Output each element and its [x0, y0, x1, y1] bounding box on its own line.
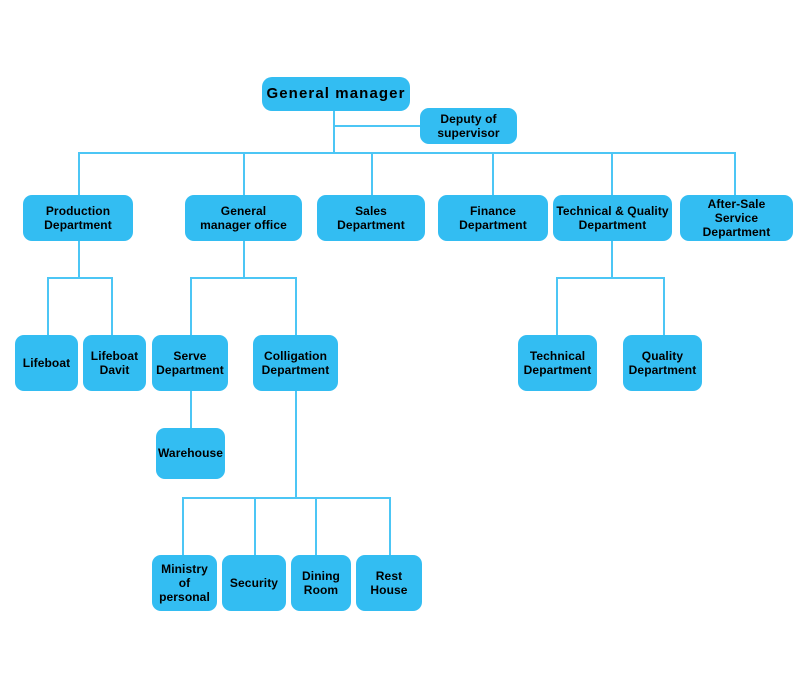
connector-drop-lifeboat-davit — [111, 277, 113, 335]
connector-drop-gm-office — [243, 152, 245, 195]
connector-colligation-stem — [295, 391, 297, 498]
connector-technical-quality-bus — [556, 277, 664, 279]
node-production-department[interactable]: Production Department — [23, 195, 133, 241]
node-security[interactable]: Security — [222, 555, 286, 611]
connector-drop-dining-room — [315, 497, 317, 555]
connector-gm-office-bus — [190, 277, 296, 279]
connector-drop-finance — [492, 152, 494, 195]
node-general-manager-office[interactable]: General manager office — [185, 195, 302, 241]
node-colligation-department[interactable]: Colligation Department — [253, 335, 338, 391]
node-general-manager[interactable]: General manager — [262, 77, 410, 111]
connector-drop-colligation — [295, 277, 297, 335]
node-deputy-of-supervisor[interactable]: Deputy of supervisor — [420, 108, 517, 144]
connector-drop-lifeboat — [47, 277, 49, 335]
connector-drop-production — [78, 152, 80, 195]
node-technical-department[interactable]: Technical Department — [518, 335, 597, 391]
connector-bottom-bus — [182, 497, 390, 499]
connector-drop-after-sale — [734, 152, 736, 195]
node-after-sale-service-department[interactable]: After-Sale Service Department — [680, 195, 793, 241]
connector-production-bus — [47, 277, 113, 279]
connector-drop-serve — [190, 277, 192, 335]
connector-gm-trunk — [333, 110, 335, 152]
connector-drop-ministry — [182, 497, 184, 555]
connector-gm-to-deputy — [333, 125, 421, 127]
node-lifeboat[interactable]: Lifeboat — [15, 335, 78, 391]
node-lifeboat-davit[interactable]: Lifeboat Davit — [83, 335, 146, 391]
connector-technical-quality-stem — [611, 241, 613, 278]
connector-drop-quality — [663, 277, 665, 335]
node-warehouse[interactable]: Warehouse — [156, 428, 225, 479]
connector-drop-sales — [371, 152, 373, 195]
node-rest-house[interactable]: Rest House — [356, 555, 422, 611]
connector-production-stem — [78, 241, 80, 278]
node-sales-department[interactable]: Sales Department — [317, 195, 425, 241]
node-finance-department[interactable]: Finance Department — [438, 195, 548, 241]
node-quality-department[interactable]: Quality Department — [623, 335, 702, 391]
connector-main-bus — [78, 152, 735, 154]
node-ministry-of-personal[interactable]: Ministry of personal — [152, 555, 217, 611]
node-technical-quality-department[interactable]: Technical & Quality Department — [553, 195, 672, 241]
connector-drop-security — [254, 497, 256, 555]
connector-drop-technical-quality — [611, 152, 613, 195]
node-dining-room[interactable]: Dining Room — [291, 555, 351, 611]
connector-drop-rest-house — [389, 497, 391, 555]
connector-gm-office-stem — [243, 241, 245, 278]
connector-drop-technical — [556, 277, 558, 335]
connector-serve-to-warehouse — [190, 391, 192, 428]
node-serve-department[interactable]: Serve Department — [152, 335, 228, 391]
